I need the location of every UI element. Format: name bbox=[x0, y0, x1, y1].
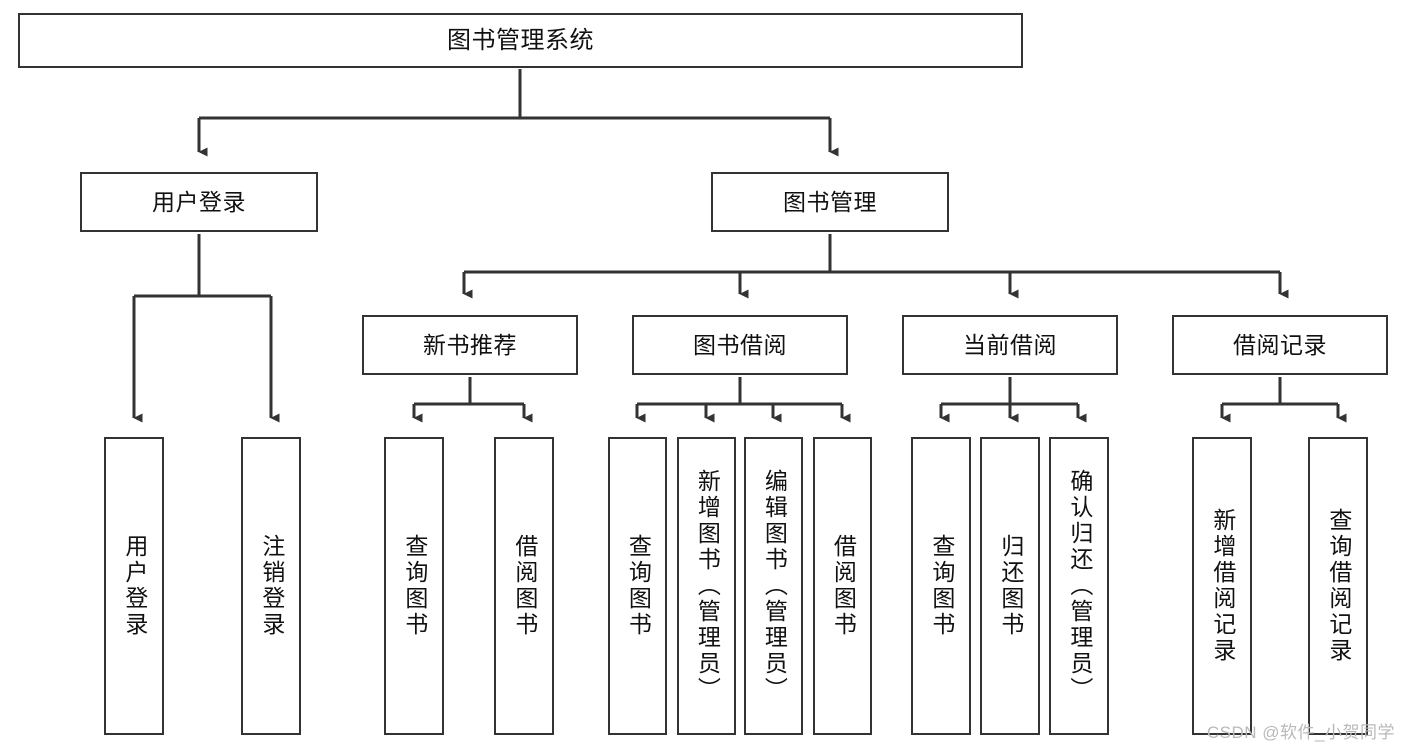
node-leaf-add-record[interactable]: 新增借阅记录 bbox=[1192, 437, 1252, 735]
node-leaf-borrow-book-2[interactable]: 借阅图书 bbox=[813, 437, 872, 735]
node-new-book-recommend[interactable]: 新书推荐 bbox=[362, 315, 578, 375]
node-label: 新增借阅记录 bbox=[1209, 508, 1236, 664]
node-leaf-logout[interactable]: 注销登录 bbox=[241, 437, 301, 735]
node-leaf-user-login[interactable]: 用户登录 bbox=[104, 437, 164, 735]
node-label: 归还图书 bbox=[997, 534, 1024, 638]
node-label: 图书管理 bbox=[783, 188, 877, 215]
node-label: 用户登录 bbox=[152, 188, 246, 215]
node-borrow-record[interactable]: 借阅记录 bbox=[1172, 315, 1388, 375]
node-leaf-query-book-1[interactable]: 查询图书 bbox=[384, 437, 444, 735]
node-label: 图书借阅 bbox=[693, 331, 787, 358]
node-leaf-borrow-book-1[interactable]: 借阅图书 bbox=[494, 437, 554, 735]
node-label: 编辑图书（管理员） bbox=[761, 469, 788, 703]
node-current-borrow[interactable]: 当前借阅 bbox=[902, 315, 1118, 375]
node-label: 新增图书（管理员） bbox=[694, 469, 721, 703]
node-label: 借阅图书 bbox=[830, 534, 857, 638]
node-label: 图书管理系统 bbox=[447, 26, 594, 54]
node-book-manage[interactable]: 图书管理 bbox=[711, 172, 949, 232]
node-label: 借阅记录 bbox=[1233, 331, 1327, 358]
node-leaf-add-book[interactable]: 新增图书（管理员） bbox=[677, 437, 736, 735]
node-label: 查询图书 bbox=[928, 534, 955, 638]
csdn-watermark: CSDN @软件_小贺同学 bbox=[1206, 723, 1395, 742]
node-leaf-query-book-2[interactable]: 查询图书 bbox=[608, 437, 667, 735]
node-label: 当前借阅 bbox=[963, 331, 1057, 358]
node-leaf-return-book[interactable]: 归还图书 bbox=[980, 437, 1040, 735]
node-label: 查询图书 bbox=[401, 534, 428, 638]
node-user-login[interactable]: 用户登录 bbox=[80, 172, 318, 232]
node-leaf-query-book-3[interactable]: 查询图书 bbox=[911, 437, 971, 735]
node-root-system[interactable]: 图书管理系统 bbox=[18, 13, 1023, 68]
node-leaf-edit-book[interactable]: 编辑图书（管理员） bbox=[744, 437, 803, 735]
node-label: 用户登录 bbox=[121, 534, 148, 638]
node-book-borrow[interactable]: 图书借阅 bbox=[632, 315, 848, 375]
node-label: 查询借阅记录 bbox=[1325, 508, 1352, 664]
node-leaf-query-record[interactable]: 查询借阅记录 bbox=[1308, 437, 1368, 735]
node-label: 借阅图书 bbox=[511, 534, 538, 638]
node-leaf-confirm-return[interactable]: 确认归还（管理员） bbox=[1049, 437, 1109, 735]
node-label: 新书推荐 bbox=[423, 331, 517, 358]
node-label: 注销登录 bbox=[258, 534, 285, 638]
node-label: 查询图书 bbox=[625, 534, 652, 638]
node-label: 确认归还（管理员） bbox=[1066, 469, 1093, 703]
